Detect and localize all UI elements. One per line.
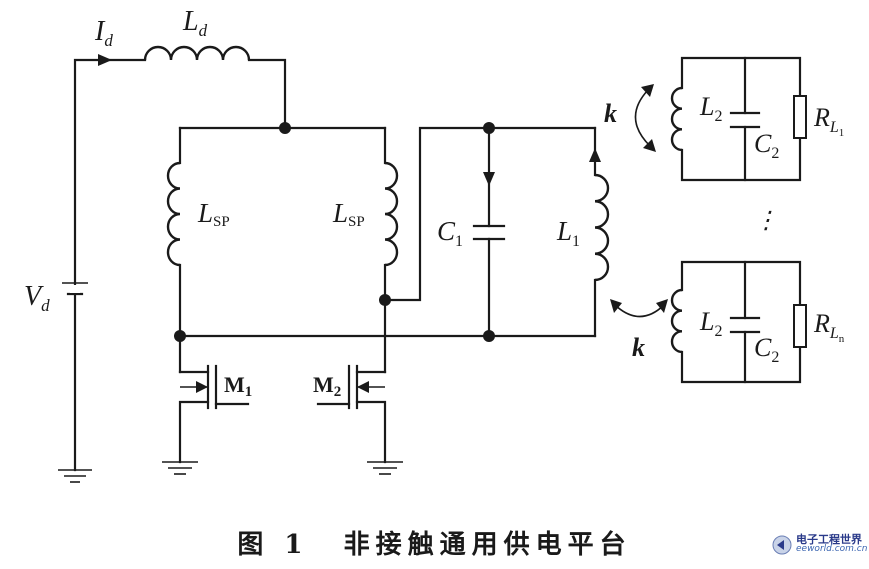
watermark-url: eeworld.com.cn	[796, 544, 868, 554]
label-l1: L1	[556, 216, 580, 250]
ground-icon	[367, 461, 403, 475]
lsp-right-inductor	[384, 161, 399, 267]
supply-branch	[58, 54, 147, 483]
c1-current-arrow-icon	[483, 172, 495, 186]
l1-inductor	[594, 173, 610, 282]
label-l2-1: L2	[699, 92, 722, 125]
ground-icon	[162, 461, 198, 475]
caption-number: 图 1	[237, 530, 309, 560]
watermark-name: 电子工程世界	[796, 533, 862, 546]
caption-title: 非接触通用供电平台	[343, 530, 632, 560]
label-c2-1: C2	[754, 129, 779, 162]
m1-transistor	[162, 364, 250, 475]
bridge-wires	[178, 126, 597, 374]
label-rl1: RL1	[813, 103, 844, 139]
rl1-resistor	[793, 95, 807, 139]
junction-dots	[174, 122, 495, 342]
label-c1: C1	[437, 216, 463, 250]
eeworld-logo-icon	[772, 535, 792, 555]
c1-capacitor	[472, 224, 506, 241]
label-k-bottom: k	[632, 333, 645, 362]
coupling-arrow-bottom-icon	[610, 299, 668, 318]
label-m2: M2	[313, 372, 341, 400]
label-ld: Ld	[182, 6, 208, 40]
label-l2-n: L2	[699, 307, 722, 340]
l1-current-arrow-icon	[589, 148, 601, 162]
l2-inductor-1	[670, 86, 683, 152]
coupling-arrow-top-icon	[634, 84, 656, 152]
label-k-top: k	[604, 99, 617, 128]
lsp-left-inductor	[166, 161, 181, 267]
m2-transistor	[316, 364, 403, 475]
rln-resistor	[793, 304, 807, 348]
figure-caption: 图 1 非接触通用供电平台	[0, 524, 869, 561]
ground-icon	[58, 469, 92, 483]
l2-inductor-n	[670, 288, 683, 354]
label-m1: M1	[224, 372, 252, 400]
label-c2-n: C2	[754, 333, 779, 366]
ellipsis: ⋮	[754, 208, 778, 234]
load-circuit-n	[670, 260, 807, 384]
label-vd: Vd	[24, 281, 50, 315]
load-circuit-1	[670, 56, 807, 182]
label-lsp-left: LSP	[197, 198, 230, 230]
label-id: Id	[94, 16, 113, 50]
watermark-logo: 电子工程世界 eeworld.com.cn	[772, 531, 868, 561]
label-rln: RLn	[813, 309, 845, 345]
label-lsp-right: LSP	[332, 198, 365, 230]
current-arrow-icon	[98, 54, 112, 66]
ld-inductor	[143, 45, 251, 61]
